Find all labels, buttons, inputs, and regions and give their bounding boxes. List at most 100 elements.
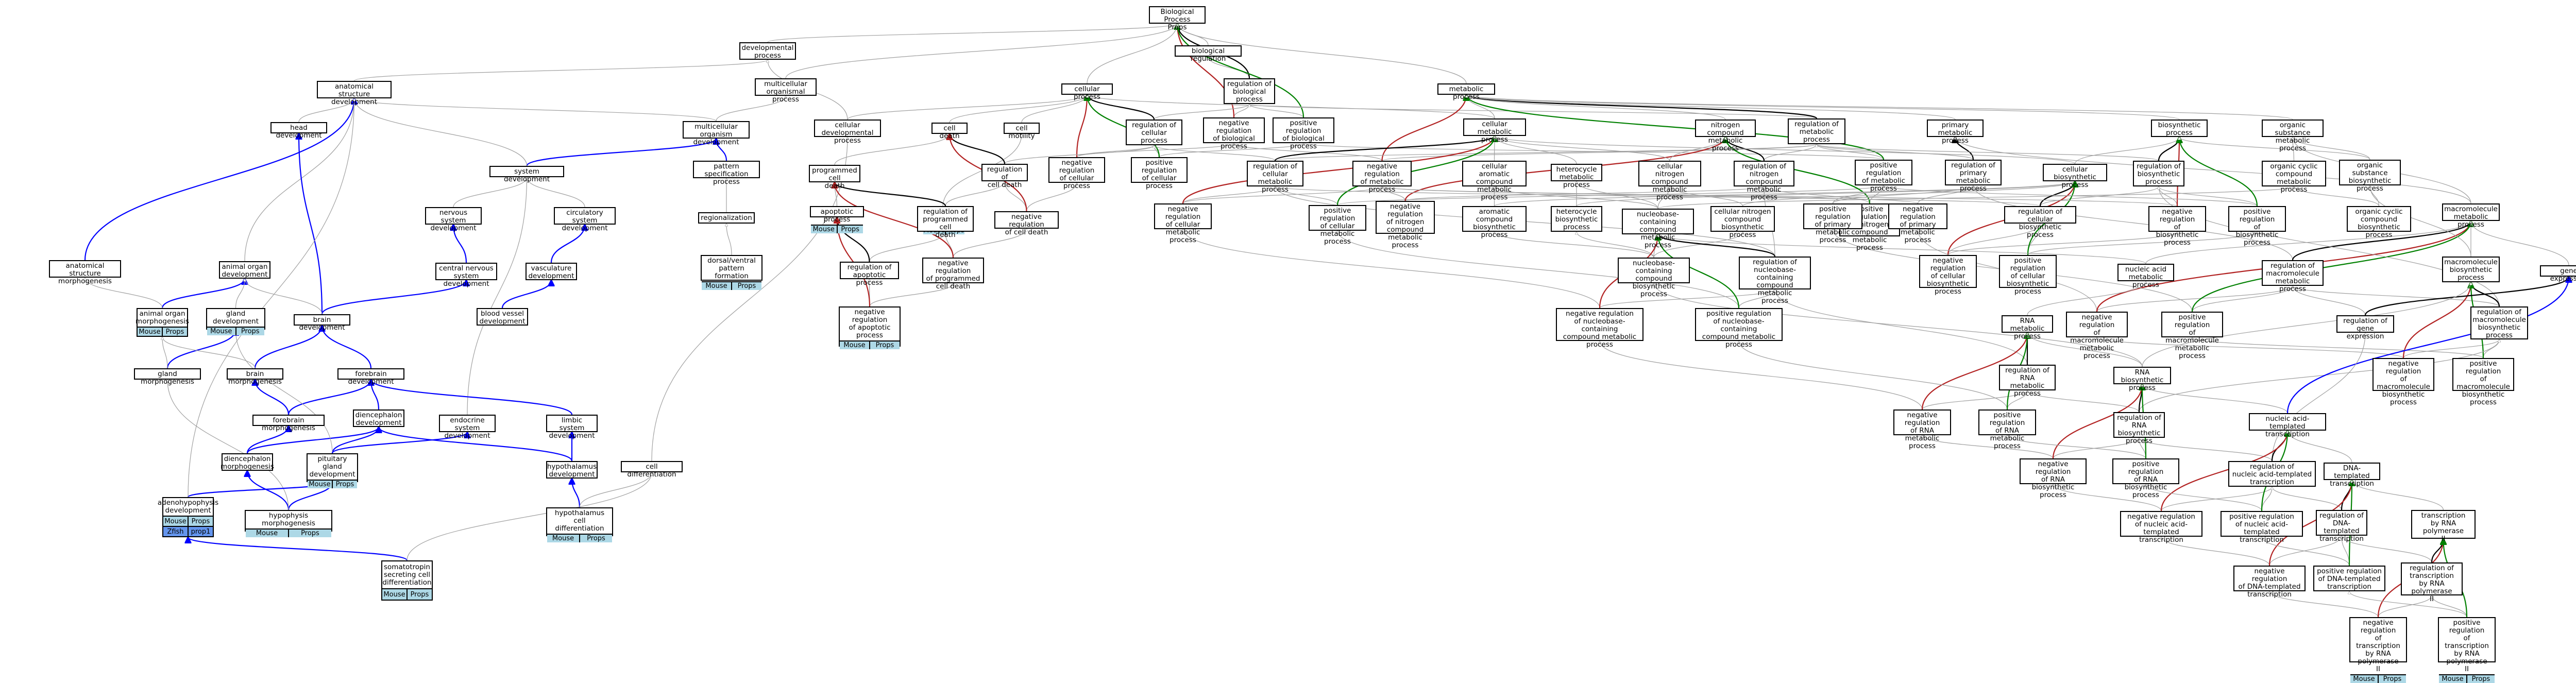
go-term-node-cellnitbio[interactable]: cellular nitrogen compound biosynthetic …: [1710, 206, 1775, 239]
go-term-node-bvdev[interactable]: blood vessel development: [477, 308, 528, 326]
go-term-node-posregnucbase[interactable]: positive regulation of nucleobase-contai…: [1695, 308, 1783, 349]
go-term-node-negregtranspol2[interactable]: negative regulation of transcription by …: [2349, 617, 2407, 683]
annotation-organism[interactable]: Zfish: [163, 527, 188, 536]
go-term-node-sysdev[interactable]: system development: [489, 166, 564, 183]
go-term-node-posregmet[interactable]: positive regulation of metabolic process: [1855, 160, 1912, 193]
go-term-node-cellmot[interactable]: cell motility: [1004, 123, 1040, 140]
go-term-node-regbio[interactable]: regulation of biological process: [1224, 78, 1275, 104]
go-term-node-nucbasemet[interactable]: nucleobase-containing compound metabolic…: [1622, 209, 1694, 249]
go-term-node-regcellproc[interactable]: regulation of cellular process: [1126, 119, 1182, 145]
go-term-node-asmorph[interactable]: anatomical structure morphogenesis: [49, 260, 121, 285]
go-term-node-somatotropin[interactable]: somatotropin secreting cell differentiat…: [381, 560, 433, 601]
go-term-node-celldevproc[interactable]: cellular developmental process: [814, 119, 881, 145]
go-term-node-posregcellbio[interactable]: positive regulation of cellular biosynth…: [1999, 255, 2057, 296]
go-term-node-regbio2[interactable]: regulation of biosynthetic process: [2133, 161, 2184, 186]
go-term-node-brainmorph[interactable]: brain morphogenesis: [227, 368, 283, 386]
go-term-node-negregrnabio[interactable]: negative regulation of RNA biosynthetic …: [2020, 458, 2087, 499]
go-term-node-devproc[interactable]: developmental process: [739, 42, 796, 60]
go-term-node-negregnattrans[interactable]: negative regulation of nucleic acid-temp…: [2120, 511, 2202, 544]
go-term-node-circdev[interactable]: circulatory system development: [554, 207, 616, 232]
go-term-node-regmacrobio[interactable]: regulation of macromolecule biosynthetic…: [2470, 306, 2528, 339]
annotation-organism[interactable]: Mouse: [840, 341, 869, 349]
annotation-gene[interactable]: Props: [288, 530, 331, 537]
go-term-node-posregcellmet[interactable]: positive regulation of cellular metaboli…: [1309, 205, 1366, 246]
annotation-gene[interactable]: Props: [869, 341, 900, 349]
go-term-node-posregnattrans[interactable]: positive regulation of nucleic acid-temp…: [2221, 511, 2303, 544]
go-term-node-metproc[interactable]: metabolic process: [1437, 83, 1495, 101]
go-term-node-negregnucbase[interactable]: negative regulation of nucleobase-contai…: [1556, 308, 1643, 349]
go-term-node-negregcelldeath[interactable]: negative regulation of cell death: [994, 211, 1059, 236]
go-term-node-posregprimmet[interactable]: positive regulation of primary metabolic…: [1803, 203, 1862, 244]
go-term-node-pcd[interactable]: programmed cell death: [809, 165, 860, 190]
go-term-node-multiorgdev[interactable]: multicellular organism development: [683, 121, 750, 146]
go-term-node-regdnatrans[interactable]: regulation of DNA-templated transcriptio…: [2316, 510, 2367, 543]
annotation-gene[interactable]: Props: [332, 481, 357, 488]
annotation-gene[interactable]: Props: [836, 226, 863, 233]
go-term-node-posregmacrobio[interactable]: positive regulation of macromolecule bio…: [2452, 358, 2514, 406]
go-term-node-nucbasebio[interactable]: nucleobase-containing compound biosynthe…: [1618, 258, 1690, 298]
go-term-node-patspec[interactable]: pattern specification process: [693, 161, 760, 186]
go-term-node-regnattrans[interactable]: regulation of nucleic acid-templated tra…: [2228, 461, 2316, 487]
go-term-node-cellmet[interactable]: cellular metabolic process: [1463, 118, 1526, 144]
go-term-node-posregcellproc[interactable]: positive regulation of cellular process: [1131, 157, 1188, 190]
annotation-gene[interactable]: Props: [2466, 675, 2495, 683]
go-term-node-cellaromatic[interactable]: cellular aromatic compound metabolic pro…: [1462, 161, 1527, 201]
go-term-node-forebrainmorph[interactable]: forebrain morphogenesis: [252, 415, 325, 432]
go-term-node-regtranspol2[interactable]: regulation of transcription by RNA polym…: [2401, 562, 2463, 603]
go-term-node-posregbio2[interactable]: positive regulation of biosynthetic proc…: [2228, 206, 2286, 247]
go-term-node-headdev[interactable]: head development: [270, 122, 327, 140]
go-term-node-celldiff[interactable]: cell differentiation: [621, 461, 683, 479]
go-term-node-macrobio[interactable]: macromolecule biosynthetic process: [2442, 257, 2500, 282]
annotation-gene[interactable]: Props: [2378, 675, 2406, 683]
annotation-gene[interactable]: Props: [188, 517, 213, 526]
go-term-node-negregmacrobio[interactable]: negative regulation of macromolecule bio…: [2372, 358, 2434, 406]
go-term-node-negregcellmet[interactable]: negative regulation of cellular metaboli…: [1154, 203, 1212, 244]
go-term-node-orgcyclic[interactable]: organic cyclic compound metabolic proces…: [2262, 161, 2326, 194]
go-term-node-regmacromet[interactable]: regulation of macromolecule metabolic pr…: [2262, 260, 2324, 293]
go-term-node-negregrnamet[interactable]: negative regulation of RNA metabolic pro…: [1893, 409, 1951, 450]
go-term-node-negregnitmet[interactable]: negative regulation of nitrogen compound…: [1376, 201, 1435, 249]
annotation-gene[interactable]: Props: [579, 535, 612, 542]
annotation-organism[interactable]: Mouse: [702, 282, 731, 290]
go-term-node-regapop[interactable]: regulation of apoptotic process: [840, 262, 899, 287]
go-term-node-regnitmet[interactable]: regulation of nitrogen compound metaboli…: [1734, 161, 1794, 201]
go-term-node-asd[interactable]: anatomical structure development: [317, 81, 392, 106]
go-term-node-posregrnamet[interactable]: positive regulation of RNA metabolic pro…: [1978, 409, 2036, 450]
annotation-gene[interactable]: prop1: [188, 527, 213, 536]
go-term-node-hypothal[interactable]: hypothalamus development: [546, 461, 598, 479]
go-term-node-regcelldeath[interactable]: regulation of cell death: [981, 164, 1028, 189]
go-term-node-negregbio2[interactable]: negative regulation of biosynthetic proc…: [2148, 206, 2206, 247]
go-term-node-cellbio[interactable]: cellular biosynthetic process: [2043, 164, 2107, 189]
go-term-node-regrnabio[interactable]: regulation of RNA biosynthetic process: [2113, 412, 2165, 445]
go-term-node-nsdev[interactable]: nervous system development: [425, 207, 482, 232]
go-term-node-regcellbio[interactable]: regulation of cellular biosynthetic proc…: [2004, 206, 2076, 239]
annotation-gene[interactable]: Props: [731, 282, 761, 290]
annotation-organism[interactable]: Mouse: [2439, 675, 2466, 683]
annotation-organism[interactable]: Mouse: [246, 530, 288, 537]
go-term-node-dnatrans[interactable]: DNA-templated transcription: [2324, 463, 2380, 488]
go-term-node-orgsub[interactable]: organic substance metabolic process: [2262, 119, 2324, 152]
go-term-node-negregcellbio[interactable]: negative regulation of cellular biosynth…: [1919, 255, 1977, 296]
annotation-organism[interactable]: Mouse: [811, 226, 837, 233]
go-term-node-cellproc[interactable]: cellular process: [1061, 83, 1113, 101]
annotation-gene[interactable]: Props: [406, 589, 432, 600]
annotation-organism[interactable]: Mouse: [2350, 675, 2378, 683]
go-term-node-transpol2[interactable]: transcription by RNA polymerase II: [2411, 510, 2476, 543]
go-term-node-endosys[interactable]: endocrine system development: [439, 415, 496, 440]
go-term-node-regnucbasemet[interactable]: regulation of nucleobase-containing comp…: [1739, 257, 1811, 305]
go-term-node-animorgdev[interactable]: animal organ development: [219, 261, 270, 279]
go-term-node-posregmacromet[interactable]: positive regulation of macromolecule met…: [2161, 312, 2223, 360]
go-term-node-regcellmet[interactable]: regulation of cellular metabolic process: [1247, 161, 1303, 194]
go-term-node-posregtranspol2[interactable]: positive regulation of transcription by …: [2438, 617, 2496, 683]
go-term-node-forebraindev[interactable]: forebrain development: [337, 368, 404, 386]
annotation-organism[interactable]: Mouse: [138, 328, 162, 336]
go-term-node-orgsubbio[interactable]: organic substance biosynthetic process: [2339, 160, 2401, 193]
go-term-node-diencmorph[interactable]: diencephalon morphogenesis: [221, 453, 274, 471]
